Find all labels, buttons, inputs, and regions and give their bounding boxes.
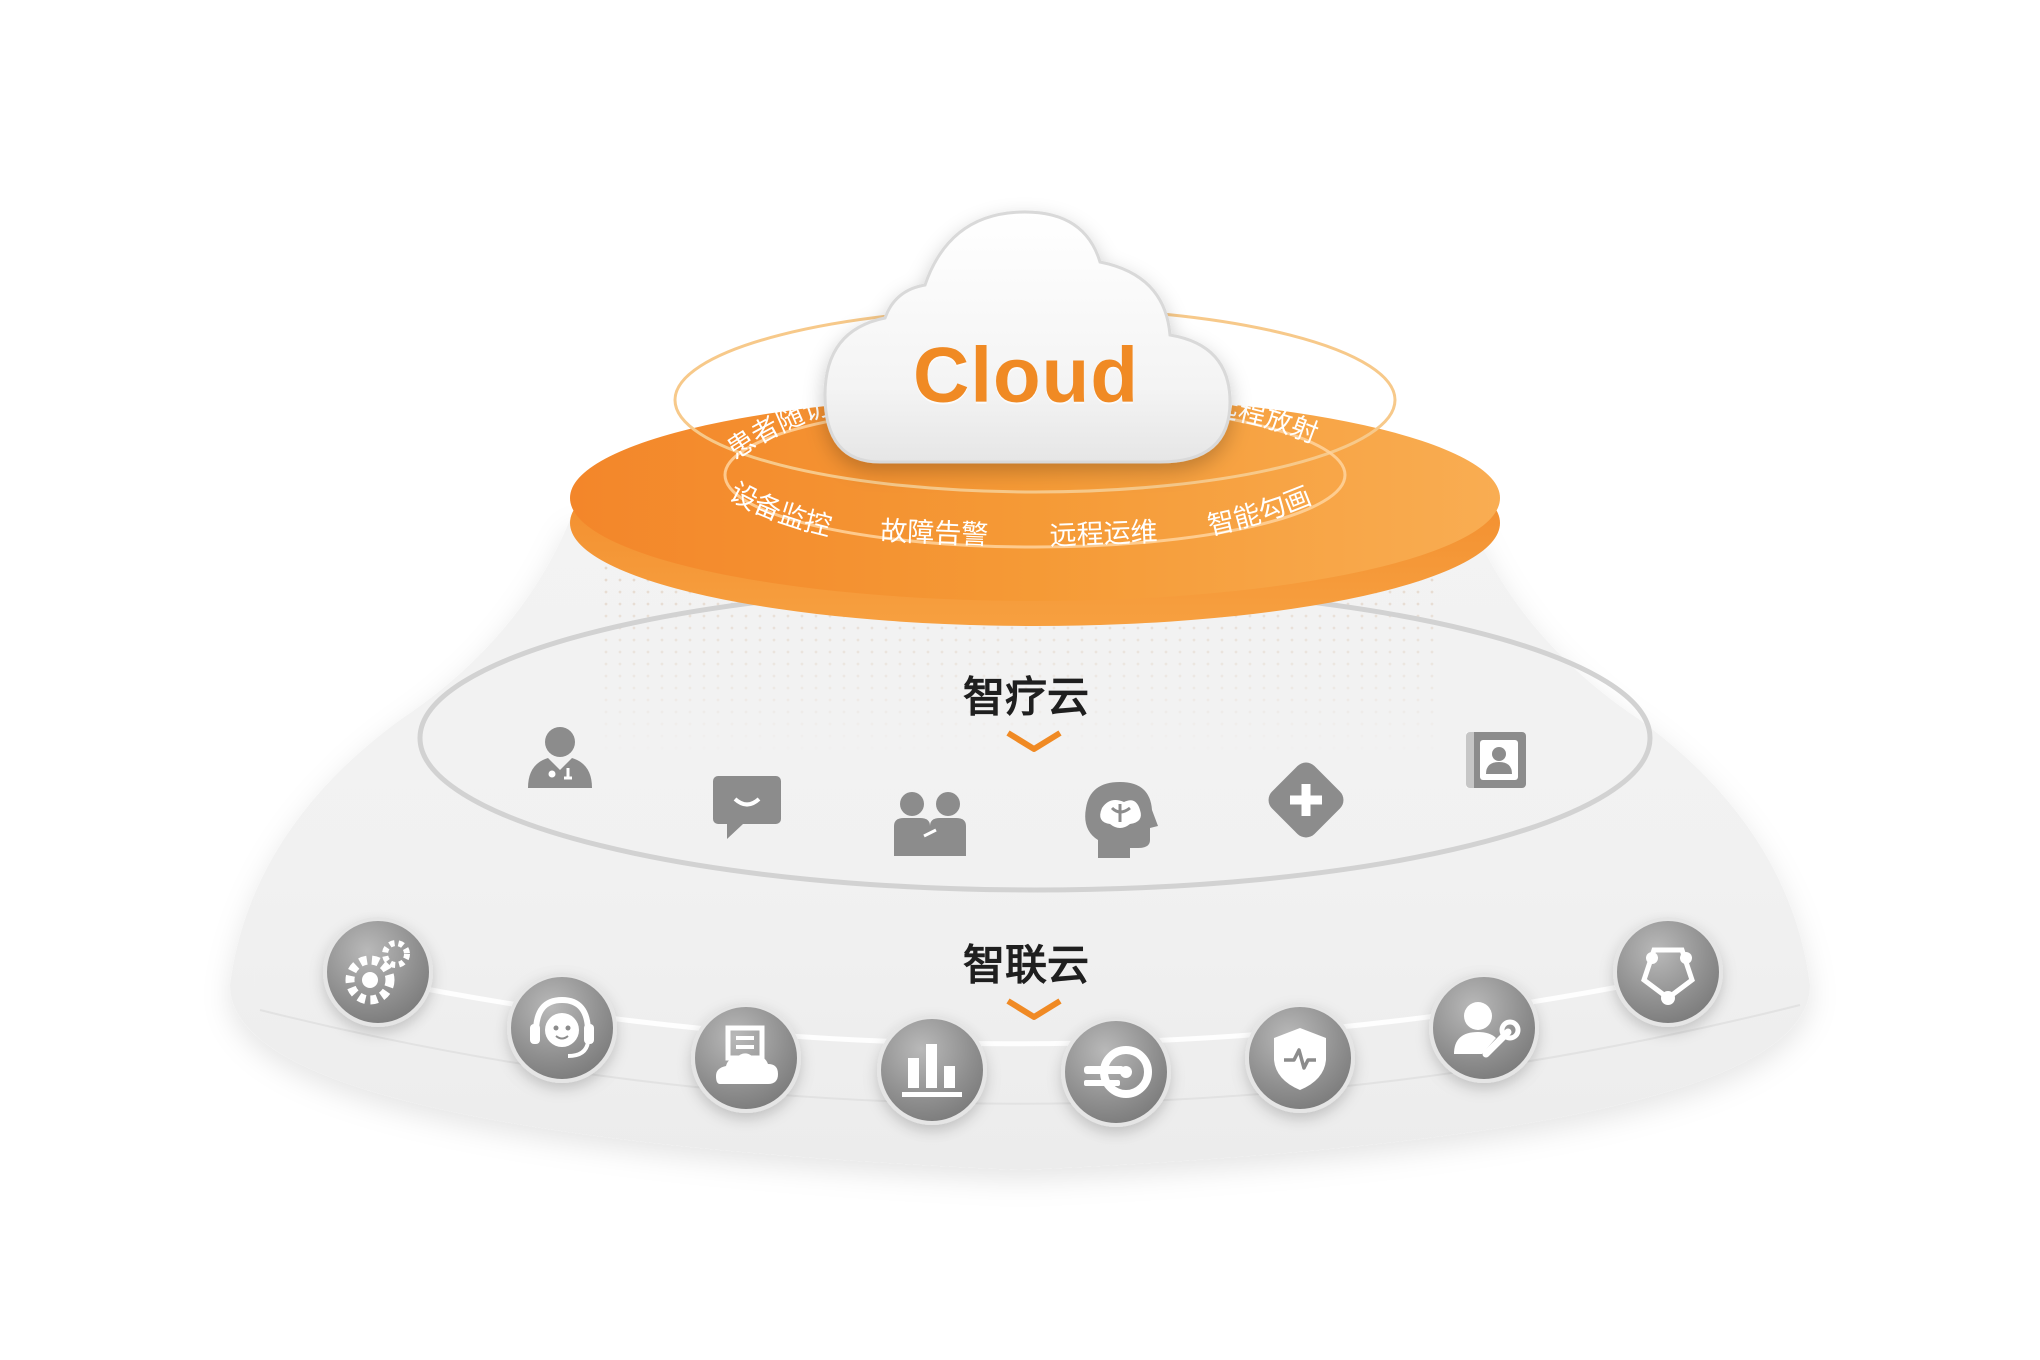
medical-plus-icon	[1268, 762, 1344, 838]
service-label-remote-ops: 远程运维	[1049, 517, 1158, 552]
head-brain-icon	[1085, 782, 1158, 858]
network-share-icon	[1613, 917, 1723, 1027]
service-label-text: 远程运维	[1049, 517, 1158, 552]
orange-disc-top	[570, 395, 1500, 601]
support-agent-icon	[507, 973, 617, 1083]
upper-layer-title-text: 智疗云	[962, 672, 1090, 722]
doctor-icon	[528, 727, 592, 788]
people-handshake-icon	[894, 792, 966, 856]
cloud-label-text: Cloud	[913, 330, 1139, 419]
chat-message-icon	[713, 776, 781, 839]
ct-scanner-icon	[1061, 1017, 1171, 1127]
down-arrow-icon	[1006, 730, 1062, 752]
shield-pulse-icon	[1245, 1003, 1355, 1113]
cloud-document-icon	[691, 1003, 801, 1113]
down-arrow-icon	[1006, 998, 1062, 1020]
lower-layer-title-text: 智联云	[962, 940, 1090, 990]
service-label-text: 故障告警	[880, 516, 989, 551]
gears-icon	[323, 917, 433, 1027]
bar-chart-icon	[877, 1015, 987, 1125]
cloud-icon	[823, 210, 1232, 464]
service-label-fault-alarm: 故障告警	[880, 516, 989, 551]
contact-book-icon	[1466, 732, 1526, 788]
user-tools-icon	[1429, 973, 1539, 1083]
